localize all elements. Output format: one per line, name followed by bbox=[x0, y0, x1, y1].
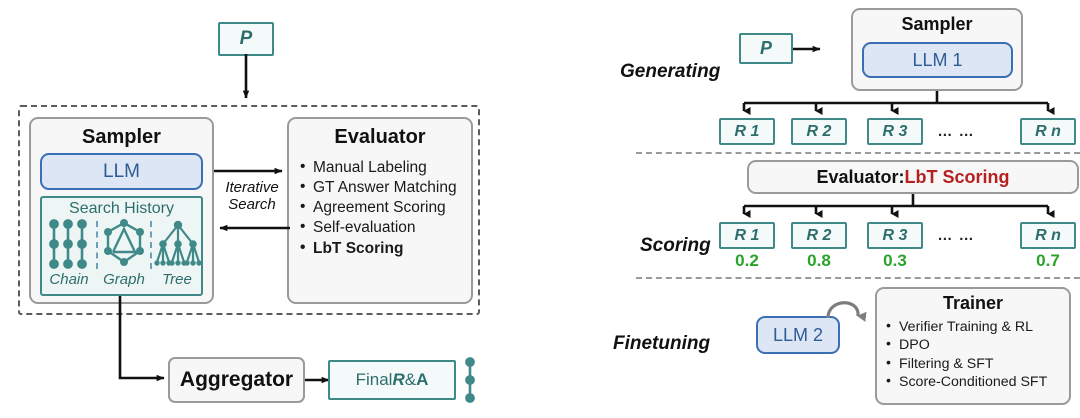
iterative-search-label: Iterative Search bbox=[216, 179, 288, 214]
aggregator-title: Aggregator bbox=[179, 368, 294, 391]
chain-icon bbox=[49, 219, 87, 269]
responses-ellipsis-generating: … … bbox=[937, 123, 975, 140]
response-box-scoring: R 2 bbox=[791, 222, 847, 249]
trainer-item: Filtering & SFT bbox=[886, 354, 1069, 373]
arrow-sampler-to-aggregator bbox=[118, 296, 165, 382]
arrow-aggregator-to-final bbox=[305, 376, 330, 384]
left-prompt-label: P bbox=[239, 28, 253, 49]
self-loop-arrow-icon bbox=[826, 301, 867, 322]
response-box-scoring: R 1 bbox=[719, 222, 775, 249]
evaluator-bar-highlight: LbT Scoring bbox=[904, 166, 1010, 187]
stage-label-generating: Generating bbox=[620, 61, 721, 82]
final-output-prefix: Final bbox=[355, 370, 393, 389]
evaluator-list: Manual Labeling GT Answer Matching Agree… bbox=[300, 157, 471, 259]
arrow-evaluator-to-sampler bbox=[219, 224, 290, 232]
final-output-r: R bbox=[392, 370, 405, 389]
final-output-a: A bbox=[416, 370, 429, 389]
iterative-search-label-line1: Iterative bbox=[225, 179, 279, 196]
aggregator-box: Aggregator bbox=[168, 357, 305, 403]
left-prompt-box: P bbox=[218, 22, 274, 56]
right-sampler-title: Sampler bbox=[901, 14, 973, 34]
trainer-item: Verifier Training & RL bbox=[886, 317, 1069, 336]
stage-separator-1 bbox=[636, 152, 1080, 154]
evaluator-box: Evaluator Manual Labeling GT Answer Matc… bbox=[287, 117, 473, 304]
trainer-title: Trainer bbox=[942, 293, 1004, 313]
final-output-amp: & bbox=[404, 370, 417, 389]
stage-label-scoring: Scoring bbox=[640, 235, 711, 256]
finetuning-llm-label: LLM 2 bbox=[772, 324, 824, 345]
evaluator-item: Self-evaluation bbox=[300, 217, 471, 238]
response-box-scoring: R n bbox=[1020, 222, 1076, 249]
stage-label-finetuning: Finetuning bbox=[613, 333, 711, 354]
evaluator-bar: Evaluator: LbT Scoring bbox=[747, 160, 1079, 194]
response-box-generating: R n bbox=[1020, 118, 1076, 145]
search-history-divider-1 bbox=[96, 221, 98, 269]
trainer-list: Verifier Training & RL DPO Filtering & S… bbox=[886, 317, 1069, 392]
sampler-evaluator-group-frame bbox=[18, 105, 480, 315]
final-output-box: Final R & A bbox=[328, 360, 456, 400]
search-method-label-chain: Chain bbox=[49, 271, 89, 288]
evaluator-item: Manual Labeling bbox=[300, 157, 471, 178]
response-box-generating: R 3 bbox=[867, 118, 923, 145]
right-sampler-llm-label: LLM 1 bbox=[912, 49, 963, 70]
finetuning-llm-box: LLM 2 bbox=[756, 316, 840, 354]
response-score: 0.3 bbox=[883, 251, 907, 270]
arrow-sampler-to-evaluator bbox=[214, 167, 283, 175]
evaluator-item: GT Answer Matching bbox=[300, 177, 471, 198]
evaluator-title: Evaluator bbox=[334, 126, 426, 148]
graph-icon bbox=[104, 219, 144, 266]
sampler-llm-label: LLM bbox=[103, 160, 140, 182]
response-box-generating: R 1 bbox=[719, 118, 775, 145]
response-box-scoring: R 3 bbox=[867, 222, 923, 249]
response-score: 0.7 bbox=[1036, 251, 1060, 270]
arrow-prompt-to-sampler bbox=[793, 45, 821, 53]
search-history-divider-2 bbox=[150, 221, 152, 269]
trainer-box: Trainer Verifier Training & RL DPO Filte… bbox=[875, 287, 1071, 405]
branch-arrows-generating bbox=[742, 91, 1055, 115]
trainer-item: DPO bbox=[886, 335, 1069, 354]
evaluator-item-lbt: LbT Scoring bbox=[300, 238, 471, 259]
right-sampler-llm-box: LLM 1 bbox=[862, 42, 1013, 78]
search-method-label-tree: Tree bbox=[162, 271, 192, 288]
sampler-title: Sampler bbox=[82, 126, 161, 148]
response-box-generating: R 2 bbox=[791, 118, 847, 145]
sampler-llm-box: LLM bbox=[40, 153, 203, 190]
right-prompt-box: P bbox=[739, 33, 793, 64]
trainer-item: Score-Conditioned SFT bbox=[886, 372, 1069, 391]
arrow-prompt-to-frame bbox=[242, 54, 250, 99]
response-score: 0.2 bbox=[735, 251, 759, 270]
final-chain-icon bbox=[465, 357, 475, 403]
responses-ellipsis-scoring: … … bbox=[937, 227, 975, 244]
right-prompt-label: P bbox=[759, 38, 772, 58]
evaluator-bar-prefix: Evaluator: bbox=[816, 166, 905, 187]
tree-icon bbox=[154, 220, 202, 266]
search-method-label-graph: Graph bbox=[103, 271, 145, 288]
response-score: 0.8 bbox=[807, 251, 831, 270]
stage-separator-2 bbox=[636, 277, 1080, 279]
iterative-search-label-line2: Search bbox=[228, 195, 276, 213]
search-history-title: Search History bbox=[69, 200, 174, 217]
evaluator-item: Agreement Scoring bbox=[300, 197, 471, 218]
branch-arrows-scoring bbox=[742, 194, 1055, 218]
